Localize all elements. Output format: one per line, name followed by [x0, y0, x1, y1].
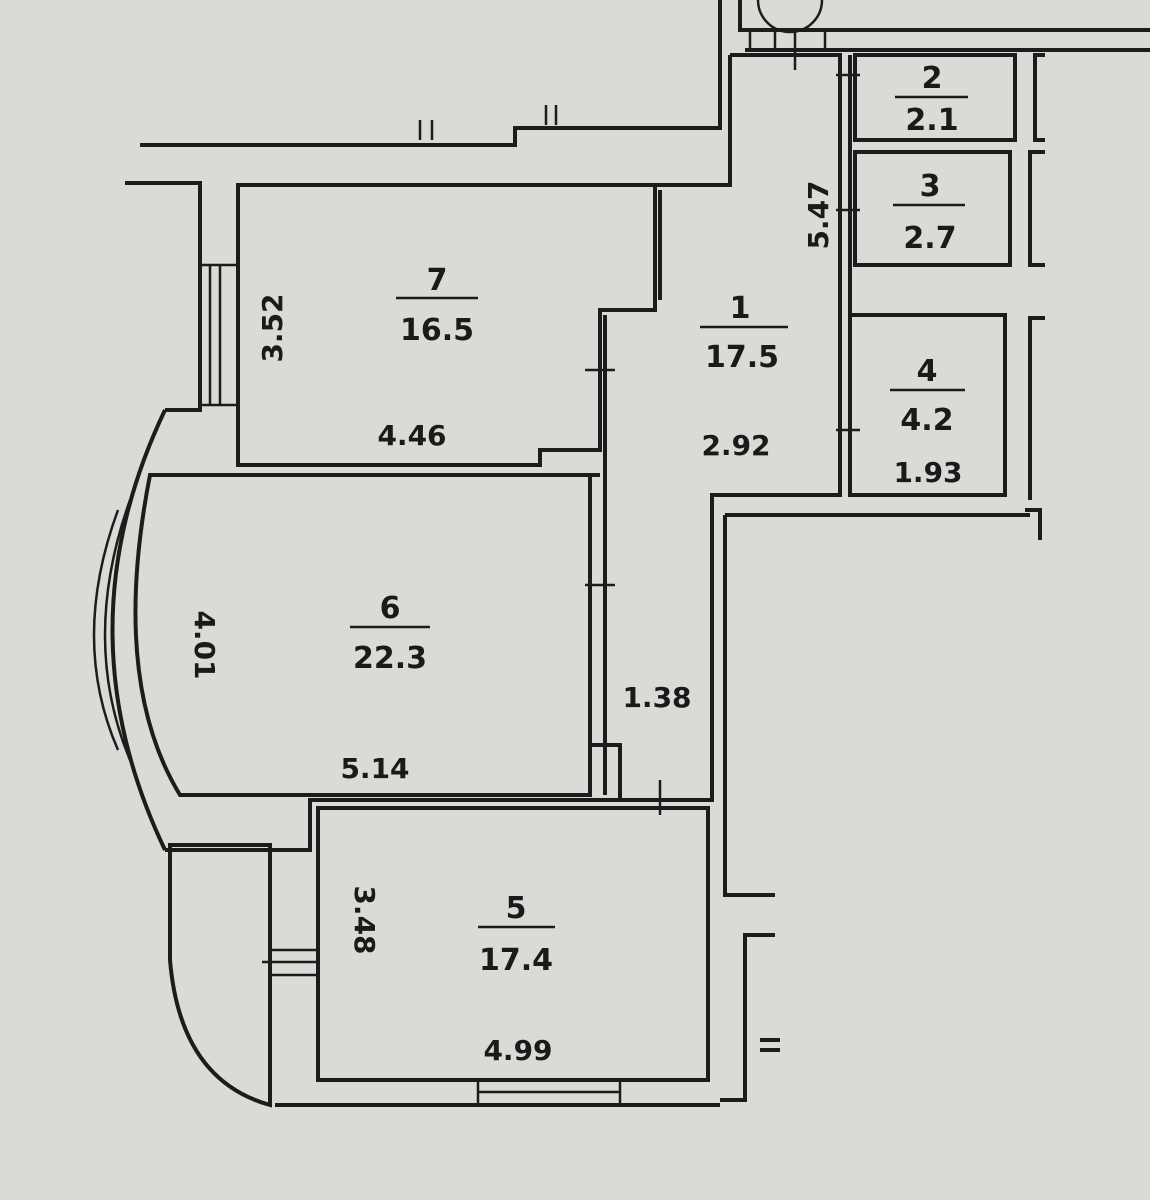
room1-passage-dim: 1.38 [622, 681, 691, 714]
room7-depth-dim: 3.52 [256, 293, 289, 362]
room-3-outline [853, 150, 1012, 267]
room-4-area: 4.2 [900, 403, 953, 438]
room-4-number: 4 [917, 354, 938, 389]
room-5-area: 17.4 [479, 943, 553, 978]
room4-width-dim: 1.93 [893, 456, 962, 489]
room6-depth-dim: 4.01 [188, 610, 221, 679]
room-3-area: 2.7 [903, 221, 956, 256]
room-2-number: 2 [922, 61, 943, 96]
room-5-number: 5 [506, 891, 527, 926]
room-labels: 1 17.5 2 2.1 3 2.7 4 4.2 5 17.4 6 22.3 7… [353, 61, 959, 978]
room-1-number: 1 [730, 291, 751, 326]
room-6-area: 22.3 [353, 641, 427, 676]
room-4-outline [848, 313, 1007, 497]
room1-width-dim: 2.92 [701, 429, 770, 462]
walls [92, 0, 1150, 1108]
room-1-area: 17.5 [705, 340, 779, 375]
room5-depth-dim: 3.48 [348, 885, 381, 954]
riser-icon [756, 0, 824, 34]
room6-width-dim: 5.14 [340, 752, 409, 785]
room-7-number: 7 [427, 263, 448, 298]
room-7-area: 16.5 [400, 313, 474, 348]
room7-width-dim: 4.46 [377, 419, 446, 452]
room-3-number: 3 [920, 169, 941, 204]
room-2-area: 2.1 [905, 103, 958, 138]
room-2-outline [853, 53, 1017, 142]
room1-length-dim: 5.47 [802, 180, 835, 249]
room-6-number: 6 [380, 591, 401, 626]
dimension-labels: 5.47 2.92 1.38 1.93 3.48 4.99 4.01 5.14 … [188, 180, 963, 1067]
room5-width-dim: 4.99 [483, 1034, 552, 1067]
